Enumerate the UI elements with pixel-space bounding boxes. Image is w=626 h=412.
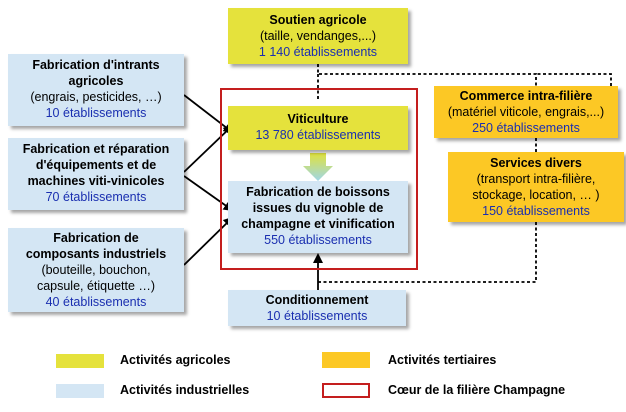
intrants-count: 10 établissements [45, 106, 147, 120]
composants-count: 40 établissements [45, 295, 147, 309]
composants-detail-2: capsule, étiquette …) [36, 279, 156, 293]
soutien-count: 1 140 établissements [258, 45, 378, 59]
arrow-equipements-boissons [183, 175, 234, 212]
boissons-title-2: issues du vignoble de [252, 201, 384, 215]
legend-swatch-agricole [56, 354, 104, 368]
services-detail-1: (transport intra-filière, [476, 172, 596, 186]
equipements-title-3: machines viti-vinicoles [27, 174, 165, 188]
viticulture-title: Viticulture [287, 112, 349, 126]
composants-title-2: composants industriels [25, 247, 167, 261]
conditionnement-title: Conditionnement [265, 293, 369, 307]
equipements-title-1: Fabrication et réparation [22, 142, 170, 156]
soutien-title: Soutien agricole [269, 13, 367, 27]
boissons-count: 550 établissements [264, 233, 372, 247]
boissons-box: Fabrication de boissons issues du vignob… [228, 181, 408, 253]
legend-swatch-coeur [322, 383, 370, 398]
services-title: Services divers [490, 156, 582, 170]
dotted-connector-soutien [317, 64, 537, 86]
legend-label-tertiaire: Activités tertiaires [388, 353, 497, 367]
services-detail-2: stockage, location, … ) [472, 188, 600, 202]
legend-swatch-tertiaire [322, 352, 370, 368]
legend-swatch-industriel [56, 384, 104, 398]
services-box: Services divers (transport intra-filière… [448, 152, 624, 222]
intrants-detail: (engrais, pesticides, …) [30, 90, 162, 104]
conditionnement-count: 10 établissements [266, 309, 368, 323]
composants-detail-1: (bouteille, bouchon, [41, 263, 151, 277]
commerce-count: 250 établissements [472, 121, 580, 135]
composants-title-1: Fabrication de [53, 231, 139, 245]
legend-label-agricole: Activités agricoles [120, 353, 231, 367]
boissons-title-1: Fabrication de boissons [246, 185, 390, 199]
dotted-connector-right [536, 73, 612, 86]
arrow-equipements-viticulture [183, 124, 234, 173]
viticulture-count: 13 780 établissements [255, 128, 381, 142]
flow-arrow-viticulture-boissons [303, 153, 333, 181]
commerce-title: Commerce intra-filière [459, 89, 593, 103]
legend-label-coeur: Cœur de la filière Champagne [388, 383, 566, 397]
coeur-filiere-frame [220, 88, 418, 270]
arrow-composants-boissons [183, 216, 234, 266]
conditionnement-box: Conditionnement 10 établissements [228, 290, 406, 326]
equipements-box: Fabrication et réparation d'équipements … [8, 138, 184, 210]
equipements-count: 70 établissements [45, 190, 147, 204]
soutien-agricole-box: Soutien agricole (taille, vendanges,...)… [228, 8, 408, 64]
boissons-title-3: champagne et vinification [241, 217, 395, 231]
services-count: 150 établissements [482, 204, 590, 218]
intrants-title-1: Fabrication d'intrants [32, 58, 160, 72]
composants-box: Fabrication de composants industriels (b… [8, 228, 184, 312]
intrants-title-2: agricoles [68, 74, 124, 88]
intrants-box: Fabrication d'intrants agricoles (engrai… [8, 54, 184, 126]
viticulture-box: Viticulture 13 780 établissements [228, 106, 408, 150]
dotted-connector-services [318, 222, 537, 283]
commerce-box: Commerce intra-filière (matériel viticol… [434, 86, 618, 138]
equipements-title-2: d'équipements et de [35, 158, 157, 172]
soutien-detail: (taille, vendanges,...) [259, 29, 377, 43]
legend-label-industriel: Activités industrielles [120, 383, 250, 397]
commerce-detail: (matériel viticole, engrais,...) [447, 105, 605, 119]
